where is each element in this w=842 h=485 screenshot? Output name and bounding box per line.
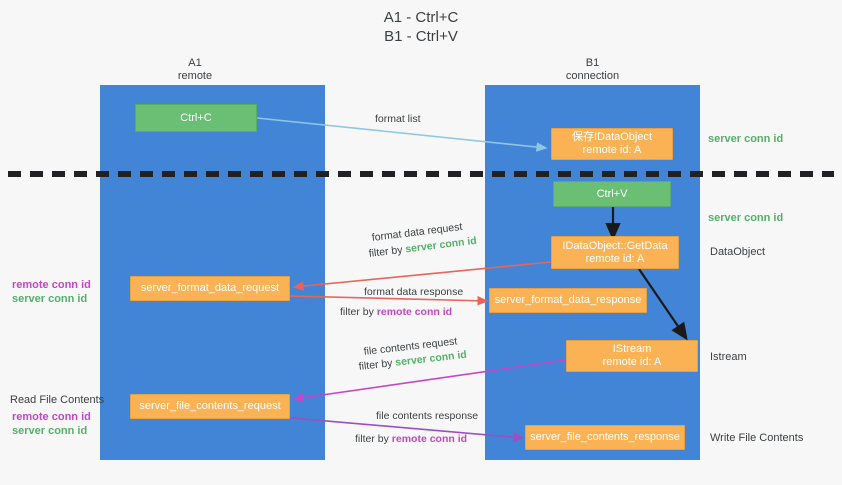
node-istream-line1: IStream	[612, 343, 652, 355]
diagram-title: A1 - Ctrl+C B1 - Ctrl+V	[383, 9, 459, 45]
label-read-file-contents: Read File Contents	[10, 394, 105, 406]
edge-label-file-contents-response-filter: filter by remote conn id	[355, 432, 467, 447]
label-dataobject: DataObject	[710, 246, 766, 258]
node-ctrl-v-label: Ctrl+V	[596, 187, 628, 200]
node-save-idataobject-line2: remote id: A	[582, 144, 642, 156]
node-save-idataobject[interactable]: 保存IDataObject remote id: A	[551, 128, 673, 160]
left-read-file-contents-block: Read File Contents	[10, 393, 104, 407]
node-save-idataobject-line1: 保存IDataObject	[571, 131, 653, 143]
left-remote-conn-id-top: remote conn id	[12, 279, 91, 291]
node-server-file-contents-response[interactable]: server_file_contents_response	[525, 425, 685, 450]
edge-label-file-contents-response: file contents response	[376, 410, 479, 422]
filter-prefix-4: filter by	[355, 433, 389, 445]
node-ctrl-c[interactable]: Ctrl+C	[135, 104, 257, 132]
left-server-conn-id-top: server conn id	[12, 293, 88, 305]
column-header-a1: A1 remote	[177, 57, 213, 82]
node-istream-line2: remote id: A	[602, 356, 662, 368]
label-server-conn-id-top: server conn id	[708, 133, 784, 145]
node-ctrl-c-label: Ctrl+C	[180, 111, 212, 124]
node-ctrl-v[interactable]: Ctrl+V	[553, 181, 671, 207]
node-server-format-data-request[interactable]: server_format_data_request	[130, 276, 290, 301]
node-server-file-contents-response-label: server_file_contents_response	[530, 431, 680, 443]
node-idataobject-getdata-line1: IDataObject::GetData	[562, 239, 668, 252]
node-istream[interactable]: IStream remote id: A	[566, 340, 698, 372]
edge-label-format-list: format list	[375, 113, 421, 125]
label-server-conn-id-mid: server conn id	[708, 212, 784, 224]
node-server-file-contents-request-label: server_file_contents_request	[139, 400, 281, 412]
left-conn-id-stack-top: remote conn id server conn id	[12, 278, 91, 306]
node-server-format-data-response-label: server_format_data_response	[494, 294, 642, 306]
left-remote-conn-id-bottom: remote conn id	[12, 411, 91, 423]
filter-value-remote-conn-id-1: remote conn id	[376, 306, 453, 318]
left-conn-id-stack-bottom: remote conn id server conn id	[12, 410, 91, 438]
node-server-format-data-response[interactable]: server_format_data_response	[489, 288, 647, 313]
filter-prefix-3: filter by	[358, 357, 394, 373]
label-istream: Istream	[710, 351, 747, 363]
node-server-format-data-request-label: server_format_data_request	[140, 282, 280, 294]
edge-label-format-data-response-filter: filter by remote conn id	[340, 305, 452, 320]
filter-value-remote-conn-id-2: remote conn id	[391, 433, 468, 445]
node-server-file-contents-request[interactable]: server_file_contents_request	[130, 394, 290, 419]
left-server-conn-id-bottom: server conn id	[12, 425, 88, 437]
filter-prefix-1: filter by	[368, 243, 404, 260]
node-idataobject-getdata[interactable]: IDataObject::GetData remote id: A	[551, 236, 679, 269]
column-header-b1: B1 connection	[565, 57, 620, 82]
edge-label-format-data-response: format data response	[364, 286, 464, 298]
node-idataobject-getdata-line2: remote id: A	[585, 252, 645, 265]
label-write-file-contents: Write File Contents	[710, 432, 804, 444]
filter-prefix-2: filter by	[340, 306, 374, 318]
